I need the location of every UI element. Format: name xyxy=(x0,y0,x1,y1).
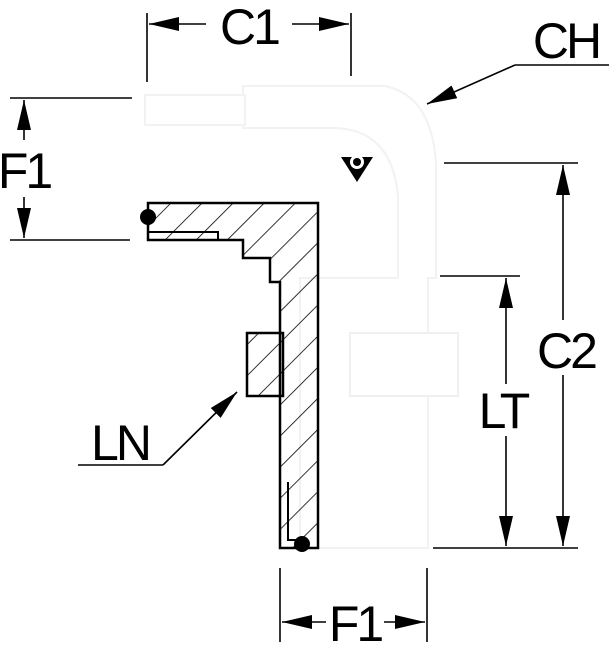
dimension-lt: LT xyxy=(440,275,533,546)
section-view xyxy=(140,201,320,552)
dimension-c2: C2 xyxy=(433,162,599,549)
dimension-f1-left: F1 xyxy=(0,97,132,241)
dunlop-logo-icon xyxy=(341,155,373,182)
label-c2: C2 xyxy=(537,323,596,379)
o-ring-bottom xyxy=(294,536,310,552)
o-ring-top xyxy=(140,209,156,225)
label-c1: C1 xyxy=(220,0,279,55)
label-ln: LN xyxy=(91,415,149,471)
dimension-ln: LN xyxy=(78,391,238,471)
dimension-c1: C1 xyxy=(146,0,352,82)
dimension-f1-bottom: F1 xyxy=(279,568,428,646)
label-lt: LT xyxy=(479,383,530,439)
dimension-ch: CH xyxy=(426,13,609,105)
label-ch: CH xyxy=(533,13,599,69)
label-f1-bottom: F1 xyxy=(329,596,383,646)
label-f1-left: F1 xyxy=(0,143,51,199)
